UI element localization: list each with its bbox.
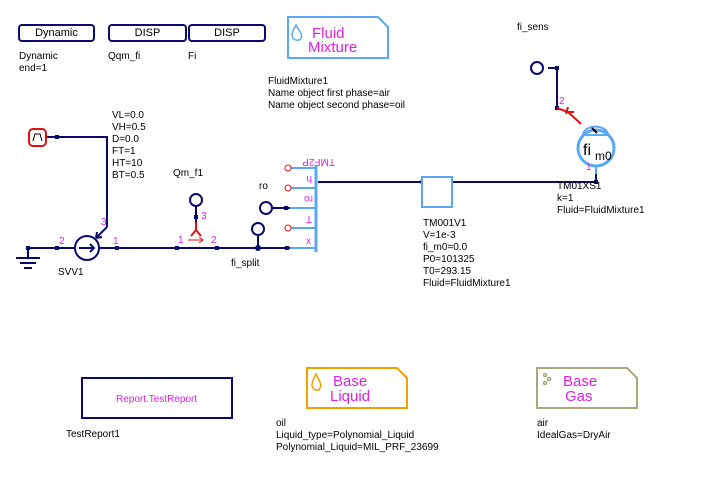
disp-block-qqm-fi[interactable]: DISP — [108, 24, 187, 42]
junctions — [26, 66, 598, 251]
pin-label: 2 — [59, 236, 65, 247]
base-gas-caption: air IdealGas=DryAir — [537, 418, 611, 441]
ro-probe[interactable] — [259, 201, 273, 215]
pin-label: 2 — [559, 96, 565, 107]
base-gas-block[interactable]: Base Gas — [536, 367, 638, 409]
fi-sens-probe[interactable] — [530, 61, 544, 75]
report-block[interactable]: Report.TestReport — [81, 377, 233, 419]
ground-icon — [16, 257, 40, 269]
base-liquid-block[interactable]: Base Liquid — [306, 367, 408, 409]
source-params: VL=0.0 VH=0.5 D=0.0 FT=1 HT=10 BT=0.5 — [112, 110, 146, 181]
sensor-caption: TM01XS1 k=1 Fluid=FluidMixture1 — [557, 181, 645, 216]
port-label-x: x — [306, 236, 311, 247]
disp-qqm-fi-caption: Qqm_fi — [108, 51, 141, 62]
volume-caption: TM001V1 V=1e-3 fi_m0=0.0 P0=101325 T0=29… — [423, 218, 511, 289]
sensor-symbol: fi — [583, 142, 591, 159]
switch-valve[interactable]: 2 1 3 — [59, 217, 119, 261]
pin-label: 1 — [113, 236, 119, 247]
split-node-name: fi_split — [231, 258, 260, 269]
ro-label: ro — [259, 181, 268, 192]
pin-label: 1 — [178, 235, 184, 246]
pin-label: 2 — [211, 235, 217, 246]
disp-block-fi[interactable]: DISP — [188, 24, 266, 42]
pulse-icon — [32, 133, 43, 142]
tmf2p-title: TMF2P — [302, 156, 335, 167]
base-liquid-caption: oil Liquid_type=Polynomial_Liquid Polyno… — [276, 418, 439, 453]
flow-sensor-name: Qm_f1 — [173, 168, 204, 179]
base-liquid-title-1: Base — [333, 373, 367, 390]
dynamic-block[interactable]: Dynamic — [18, 24, 95, 42]
fluid-mixture-caption: FluidMixture1 Name object first phase=ai… — [268, 76, 406, 111]
base-gas-title-1: Base — [563, 373, 597, 390]
base-gas-title-2: Gas — [565, 388, 593, 405]
report-label: Report.TestReport — [116, 394, 197, 405]
pulse-source[interactable] — [28, 128, 47, 147]
fluid-mixture-block[interactable]: Fluid Mixture — [287, 16, 389, 59]
switch-valve-name: SVV1 — [58, 267, 84, 278]
sensor-subscript: m0 — [595, 149, 612, 163]
port-label-t: T — [306, 213, 312, 224]
dynamic-caption: Dynamic end=1 — [19, 51, 58, 74]
report-caption: TestReport1 — [66, 429, 120, 440]
port-label-ro: ro — [304, 193, 313, 204]
flow-sensor[interactable]: 1 2 3 — [178, 193, 217, 246]
sensor-label: fi_sens — [517, 22, 549, 33]
liquid-droplet-icon — [311, 372, 322, 391]
pin-label: 1 — [586, 162, 592, 173]
fluid-mixture-title-2: Mixture — [308, 39, 357, 56]
fi-sensor[interactable]: fi m0 1 2 — [556, 96, 616, 174]
pin-label: 3 — [101, 217, 107, 228]
droplet-icon — [291, 23, 303, 41]
gas-bubbles-icon — [542, 372, 552, 386]
tmf2p-block[interactable]: TMF2P h ro T x — [284, 156, 335, 252]
volume-block[interactable] — [421, 176, 453, 208]
disp-fi-caption: Fi — [188, 51, 197, 62]
pin-label: 3 — [201, 211, 207, 222]
base-liquid-title-2: Liquid — [330, 388, 370, 405]
display-probe[interactable] — [251, 222, 265, 236]
port-label-h: h — [306, 173, 312, 184]
fluid-mixture-title-1: Fluid — [312, 25, 345, 42]
